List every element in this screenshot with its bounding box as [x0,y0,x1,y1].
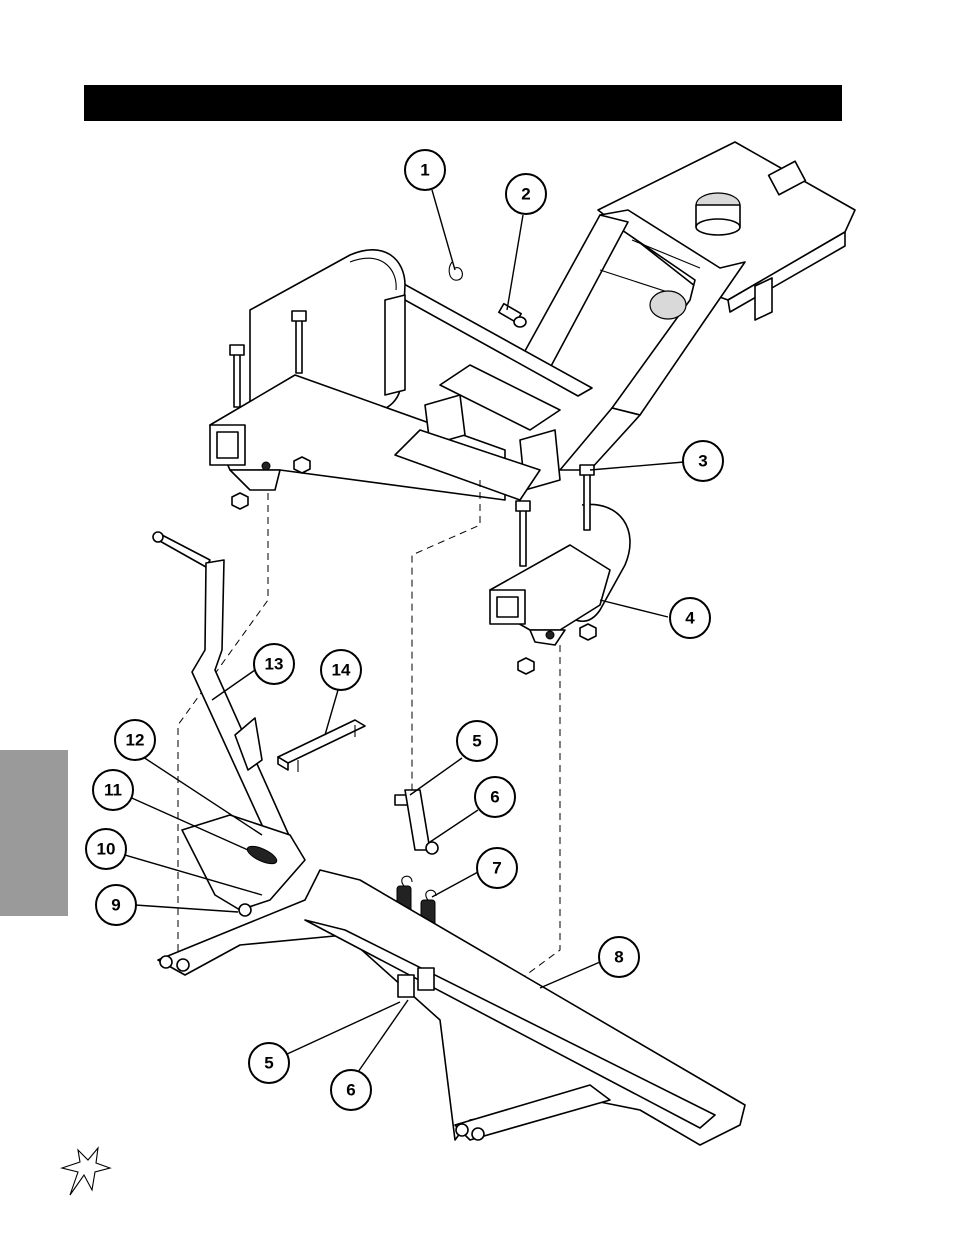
leader-3 [590,462,684,470]
svg-text:7: 7 [492,859,501,878]
leader-7 [432,872,478,897]
bracket-14 [278,720,365,772]
callout-2: 2 [506,174,546,214]
callout-12: 12 [115,720,155,760]
svg-text:3: 3 [698,452,707,471]
leader-2 [507,215,523,310]
svg-text:14: 14 [332,661,351,680]
callout-8: 8 [599,937,639,977]
callout-1: 1 [405,150,445,190]
brand-star-logo-icon [62,1148,110,1195]
leader-4 [600,600,668,617]
svg-text:6: 6 [490,788,499,807]
svg-text:1: 1 [420,161,429,180]
handle-lever [153,532,300,860]
callout-6b: 6 [331,1070,371,1110]
svg-text:5: 5 [264,1054,273,1073]
svg-text:11: 11 [104,781,122,800]
svg-text:13: 13 [265,655,284,674]
svg-text:5: 5 [472,732,481,751]
callout-5a: 5 [457,721,497,761]
svg-text:2: 2 [521,185,530,204]
svg-text:6: 6 [346,1081,355,1100]
svg-text:10: 10 [97,840,116,859]
callout-11: 11 [93,770,133,810]
callout-3: 3 [683,441,723,481]
svg-text:8: 8 [614,948,623,967]
callout-10: 10 [86,829,126,869]
leader-5a [410,758,462,795]
svg-text:12: 12 [126,731,145,750]
upper-frame [210,142,855,645]
leader-6a [430,810,478,842]
leader-9 [135,905,238,912]
callout-6a: 6 [475,777,515,817]
callout-14: 14 [321,650,361,690]
leader-5b [285,1002,400,1055]
svg-text:4: 4 [685,609,695,628]
leader-6b [358,1000,408,1072]
leader-8 [540,962,600,988]
link-upper [395,790,438,854]
callout-4: 4 [670,598,710,638]
svg-text:9: 9 [111,896,120,915]
callout-5b: 5 [249,1043,289,1083]
leader-1 [432,190,455,270]
callout-9: 9 [96,885,136,925]
callout-7: 7 [477,848,517,888]
callout-13: 13 [254,644,294,684]
